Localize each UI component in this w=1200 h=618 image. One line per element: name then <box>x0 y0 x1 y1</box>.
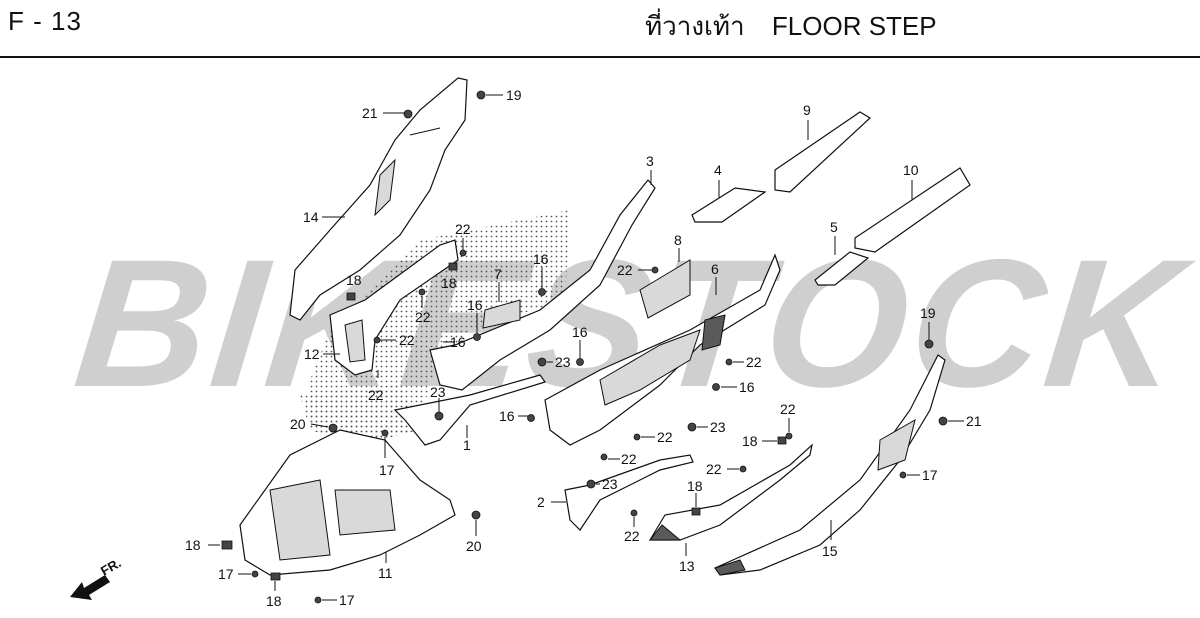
page-title: ที่วางเท้า FLOOR STEP <box>645 6 937 47</box>
callout-label: 12 <box>304 346 320 362</box>
floor-mats <box>691 111 971 286</box>
callout-label: 2 <box>537 494 545 510</box>
part-2-stay <box>564 454 694 531</box>
callout-label: 17 <box>379 462 395 478</box>
callout-label: 18 <box>441 275 457 291</box>
callout-label: 18 <box>687 478 703 494</box>
callout-label: 22 <box>399 332 415 348</box>
front-direction-label: FR. <box>98 555 124 578</box>
part-9-mat <box>774 111 871 193</box>
part-6-floor-step <box>544 253 781 446</box>
part-12-inner-panel <box>329 239 459 376</box>
callout-label: 21 <box>966 413 982 429</box>
callout-label: 20 <box>290 416 306 432</box>
callout-label: 22 <box>624 528 640 544</box>
page-code: F - 13 <box>8 6 82 36</box>
callout-label: 23 <box>430 384 446 400</box>
callout-label: 16 <box>533 251 549 267</box>
callout-label: 6 <box>711 261 719 277</box>
callout-label: 23 <box>710 419 726 435</box>
callout-label: 18 <box>346 272 362 288</box>
callout-label: 17 <box>218 566 234 582</box>
part-15-side-cover <box>714 354 946 576</box>
callout-label: 17 <box>339 592 355 608</box>
callout-label: 4 <box>714 162 722 178</box>
callout-label: 3 <box>646 153 654 169</box>
callout-label: 22 <box>617 262 633 278</box>
callout-label: 22 <box>415 309 431 325</box>
callout-label: 8 <box>674 232 682 248</box>
part-3-floor-frame <box>393 179 656 446</box>
part-7-lid <box>482 299 521 329</box>
callout-label: 16 <box>572 324 588 340</box>
part-8-cover <box>639 259 691 319</box>
callout-label: 7 <box>494 266 502 282</box>
callout-label: 22 <box>746 354 762 370</box>
callout-label: 13 <box>679 558 695 574</box>
callout-label: 22 <box>706 461 722 477</box>
callout-label: 19 <box>920 305 936 321</box>
callout-label: 14 <box>303 209 319 225</box>
callout-label: 9 <box>803 102 811 118</box>
callout-label: 5 <box>830 219 838 235</box>
callout-label: 22 <box>657 429 673 445</box>
callout-label: 22 <box>780 401 796 417</box>
callouts: 21 19 9 4 10 3 14 22 8 6 5 22 18 <box>185 87 982 609</box>
callout-label: 15 <box>822 543 838 559</box>
callout-label: 10 <box>903 162 919 178</box>
callout-label: 16 <box>467 297 483 313</box>
callout-label: 16 <box>739 379 755 395</box>
exploded-parts-diagram: FR. 21 19 9 4 10 3 14 22 8 6 5 <box>70 77 982 609</box>
callout-label: 21 <box>362 105 378 121</box>
callout-label: 20 <box>466 538 482 554</box>
callout-label: 16 <box>499 408 515 424</box>
part-14-side-cover <box>289 77 468 321</box>
callout-label: 18 <box>742 433 758 449</box>
callout-label: 23 <box>555 354 571 370</box>
callout-label: 11 <box>378 565 393 581</box>
callout-label: 1 <box>463 437 471 453</box>
part-10-mat <box>854 167 971 253</box>
callout-label: 18 <box>266 593 282 609</box>
part-5-mat <box>814 251 870 286</box>
callout-label: 17 <box>922 467 938 483</box>
callout-label: 22 <box>621 451 637 467</box>
callout-label: 16 <box>450 334 466 350</box>
front-direction-arrow: FR. <box>70 555 124 600</box>
part-11-under-cover <box>239 429 456 576</box>
part-4-mat <box>691 187 767 223</box>
callout-label: 23 <box>602 476 618 492</box>
callout-label: 22 <box>455 221 471 237</box>
callout-label: 19 <box>506 87 522 103</box>
page-title-english: FLOOR STEP <box>771 11 937 41</box>
header-divider <box>0 56 1200 58</box>
page-title-thai: ที่วางเท้า <box>645 11 745 41</box>
callout-label: 22 <box>368 387 384 403</box>
callout-label: 18 <box>185 537 201 553</box>
